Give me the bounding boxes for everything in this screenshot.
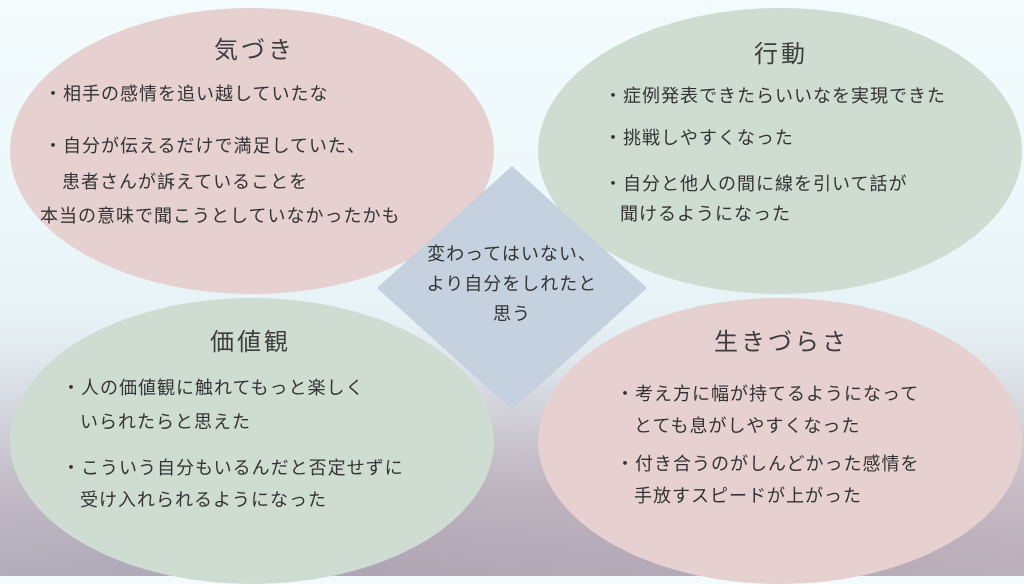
hardship-line-1: ・考え方に幅が持てるようになって <box>616 384 920 405</box>
center-text: 変わってはいない、 より自分をしれたと 思う <box>400 240 624 330</box>
ellipse-awareness <box>10 8 494 294</box>
center-line-2: より自分をしれたと <box>426 274 598 295</box>
awareness-line-2: ・自分が伝えるだけで満足していた、 <box>44 136 366 157</box>
awareness-line-1: ・相手の感情を追い越していたな <box>44 84 329 105</box>
awareness-line-3: 患者さんが訴えていることを <box>62 172 309 193</box>
hardship-line-2: とても息がしやすくなった <box>634 416 861 437</box>
center-line-3: 思う <box>493 304 531 325</box>
hardship-line-4: 手放すスピードが上がった <box>634 486 862 507</box>
ellipse-hardship <box>538 298 1022 584</box>
values-title: 価値観 <box>210 328 291 356</box>
hardship-title: 生きづらさ <box>714 328 849 356</box>
center-line-1: 変わってはいない、 <box>427 244 597 265</box>
values-line-3: ・こういう自分もいるんだと否定せずに <box>62 458 404 479</box>
hardship-line-3: ・付き合うのがしんどかった感情を <box>616 454 920 475</box>
awareness-title: 気づき <box>214 36 295 64</box>
action-line-2: ・挑戦しやすくなった <box>604 128 794 149</box>
action-title: 行動 <box>754 40 808 68</box>
action-line-4: 聞けるようになった <box>620 204 791 225</box>
values-line-1: ・人の価値観に触れてもっと楽しく <box>62 378 365 399</box>
values-line-2: いられたらと思えた <box>80 412 251 433</box>
action-line-1: ・症例発表できたらいいなを実現できた <box>604 86 946 107</box>
ellipse-action <box>538 8 1022 294</box>
action-line-3: ・自分と他人の間に線を引いて話が <box>604 174 908 195</box>
ellipse-values <box>10 298 494 584</box>
values-line-4: 受け入れられるようになった <box>80 490 327 511</box>
awareness-line-4: 本当の意味で聞こうとしていなかったかも <box>40 206 401 227</box>
